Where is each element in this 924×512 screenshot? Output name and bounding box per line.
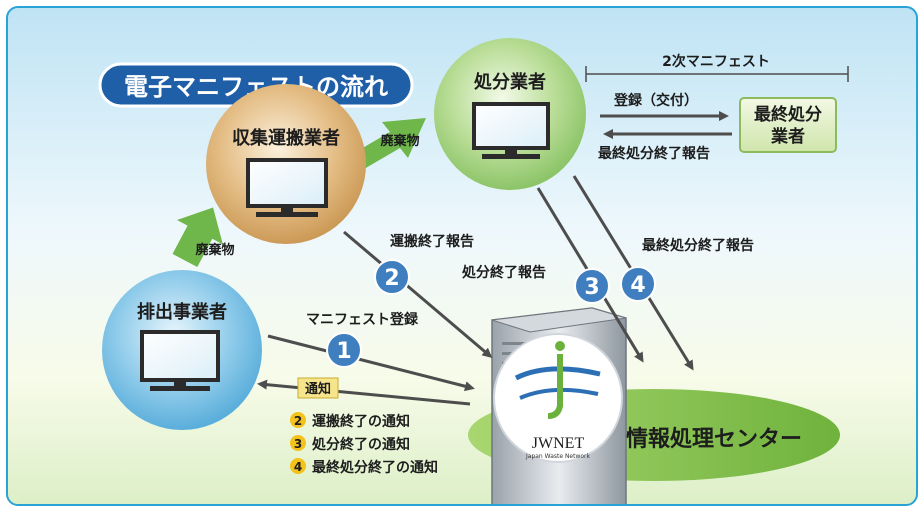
waste-arrow-1 bbox=[172, 207, 223, 268]
svg-text:4: 4 bbox=[294, 460, 302, 474]
waste-label-2: 廃棄物 bbox=[379, 133, 419, 149]
manifest-register-label: マニフェスト登録 bbox=[306, 311, 419, 328]
register-delivery-label: 登録（交付） bbox=[613, 92, 698, 109]
svg-text:処分終了の通知: 処分終了の通知 bbox=[311, 436, 410, 453]
collector-label: 収集運搬業者 bbox=[232, 127, 340, 149]
step-1-badge: 1 bbox=[326, 332, 362, 368]
notice-back-arrow bbox=[257, 379, 471, 406]
jwnet-logo-text: JWNET bbox=[532, 435, 585, 452]
final-processor-box bbox=[739, 97, 837, 153]
final-report-small-label: 最終処分終了報告 bbox=[598, 145, 710, 162]
diagram-frame: 電子マニフェストの流れ 情報処理センター 廃棄物 廃棄物 排出事業者 収集運搬業… bbox=[6, 6, 918, 506]
center-label: 情報処理センター bbox=[626, 426, 802, 452]
step-2-badge: 2 bbox=[374, 259, 410, 295]
final-disposal-done-label: 最終処分終了報告 bbox=[642, 237, 754, 254]
svg-text:3: 3 bbox=[294, 437, 302, 451]
svg-text:運搬終了の通知: 運搬終了の通知 bbox=[312, 413, 410, 430]
manifest-register-arrow bbox=[267, 334, 475, 392]
final-processor-label-2: 業者 bbox=[771, 126, 805, 147]
svg-text:3: 3 bbox=[584, 275, 599, 300]
svg-text:1: 1 bbox=[336, 339, 351, 364]
notice-tag bbox=[297, 377, 339, 399]
svg-text:2: 2 bbox=[294, 414, 302, 428]
step-4-badge: 4 bbox=[620, 266, 656, 302]
notice-tag-label: 通知 bbox=[305, 381, 331, 397]
computer-icon bbox=[246, 158, 328, 217]
step-3-badge: 3 bbox=[574, 268, 610, 304]
processor-label: 処分業者 bbox=[474, 71, 546, 93]
final-processor-label-1: 最終処分 bbox=[754, 104, 822, 125]
notice-item: 2 運搬終了の通知 bbox=[290, 412, 410, 430]
notice-item: 4 最終処分終了の通知 bbox=[290, 458, 438, 476]
disposal-done-label: 処分終了報告 bbox=[461, 264, 546, 281]
transport-report-arrow bbox=[343, 230, 493, 358]
waste-label-1: 廃棄物 bbox=[194, 242, 234, 258]
emitter-label: 排出事業者 bbox=[137, 301, 227, 323]
computer-icon bbox=[472, 102, 550, 159]
manifest-flow-diagram: 電子マニフェストの流れ 情報処理センター 廃棄物 廃棄物 排出事業者 収集運搬業… bbox=[98, 38, 849, 504]
svg-text:4: 4 bbox=[630, 273, 645, 298]
jwnet-logo-subtext: Japan Waste Network bbox=[525, 453, 591, 460]
notice-item: 3 処分終了の通知 bbox=[290, 435, 410, 453]
transport-done-label: 運搬終了報告 bbox=[390, 233, 474, 250]
second-manifest-label: 2次マニフェスト bbox=[662, 53, 770, 70]
computer-icon bbox=[140, 330, 220, 391]
svg-text:最終処分終了の通知: 最終処分終了の通知 bbox=[312, 459, 438, 476]
svg-text:2: 2 bbox=[384, 266, 399, 291]
